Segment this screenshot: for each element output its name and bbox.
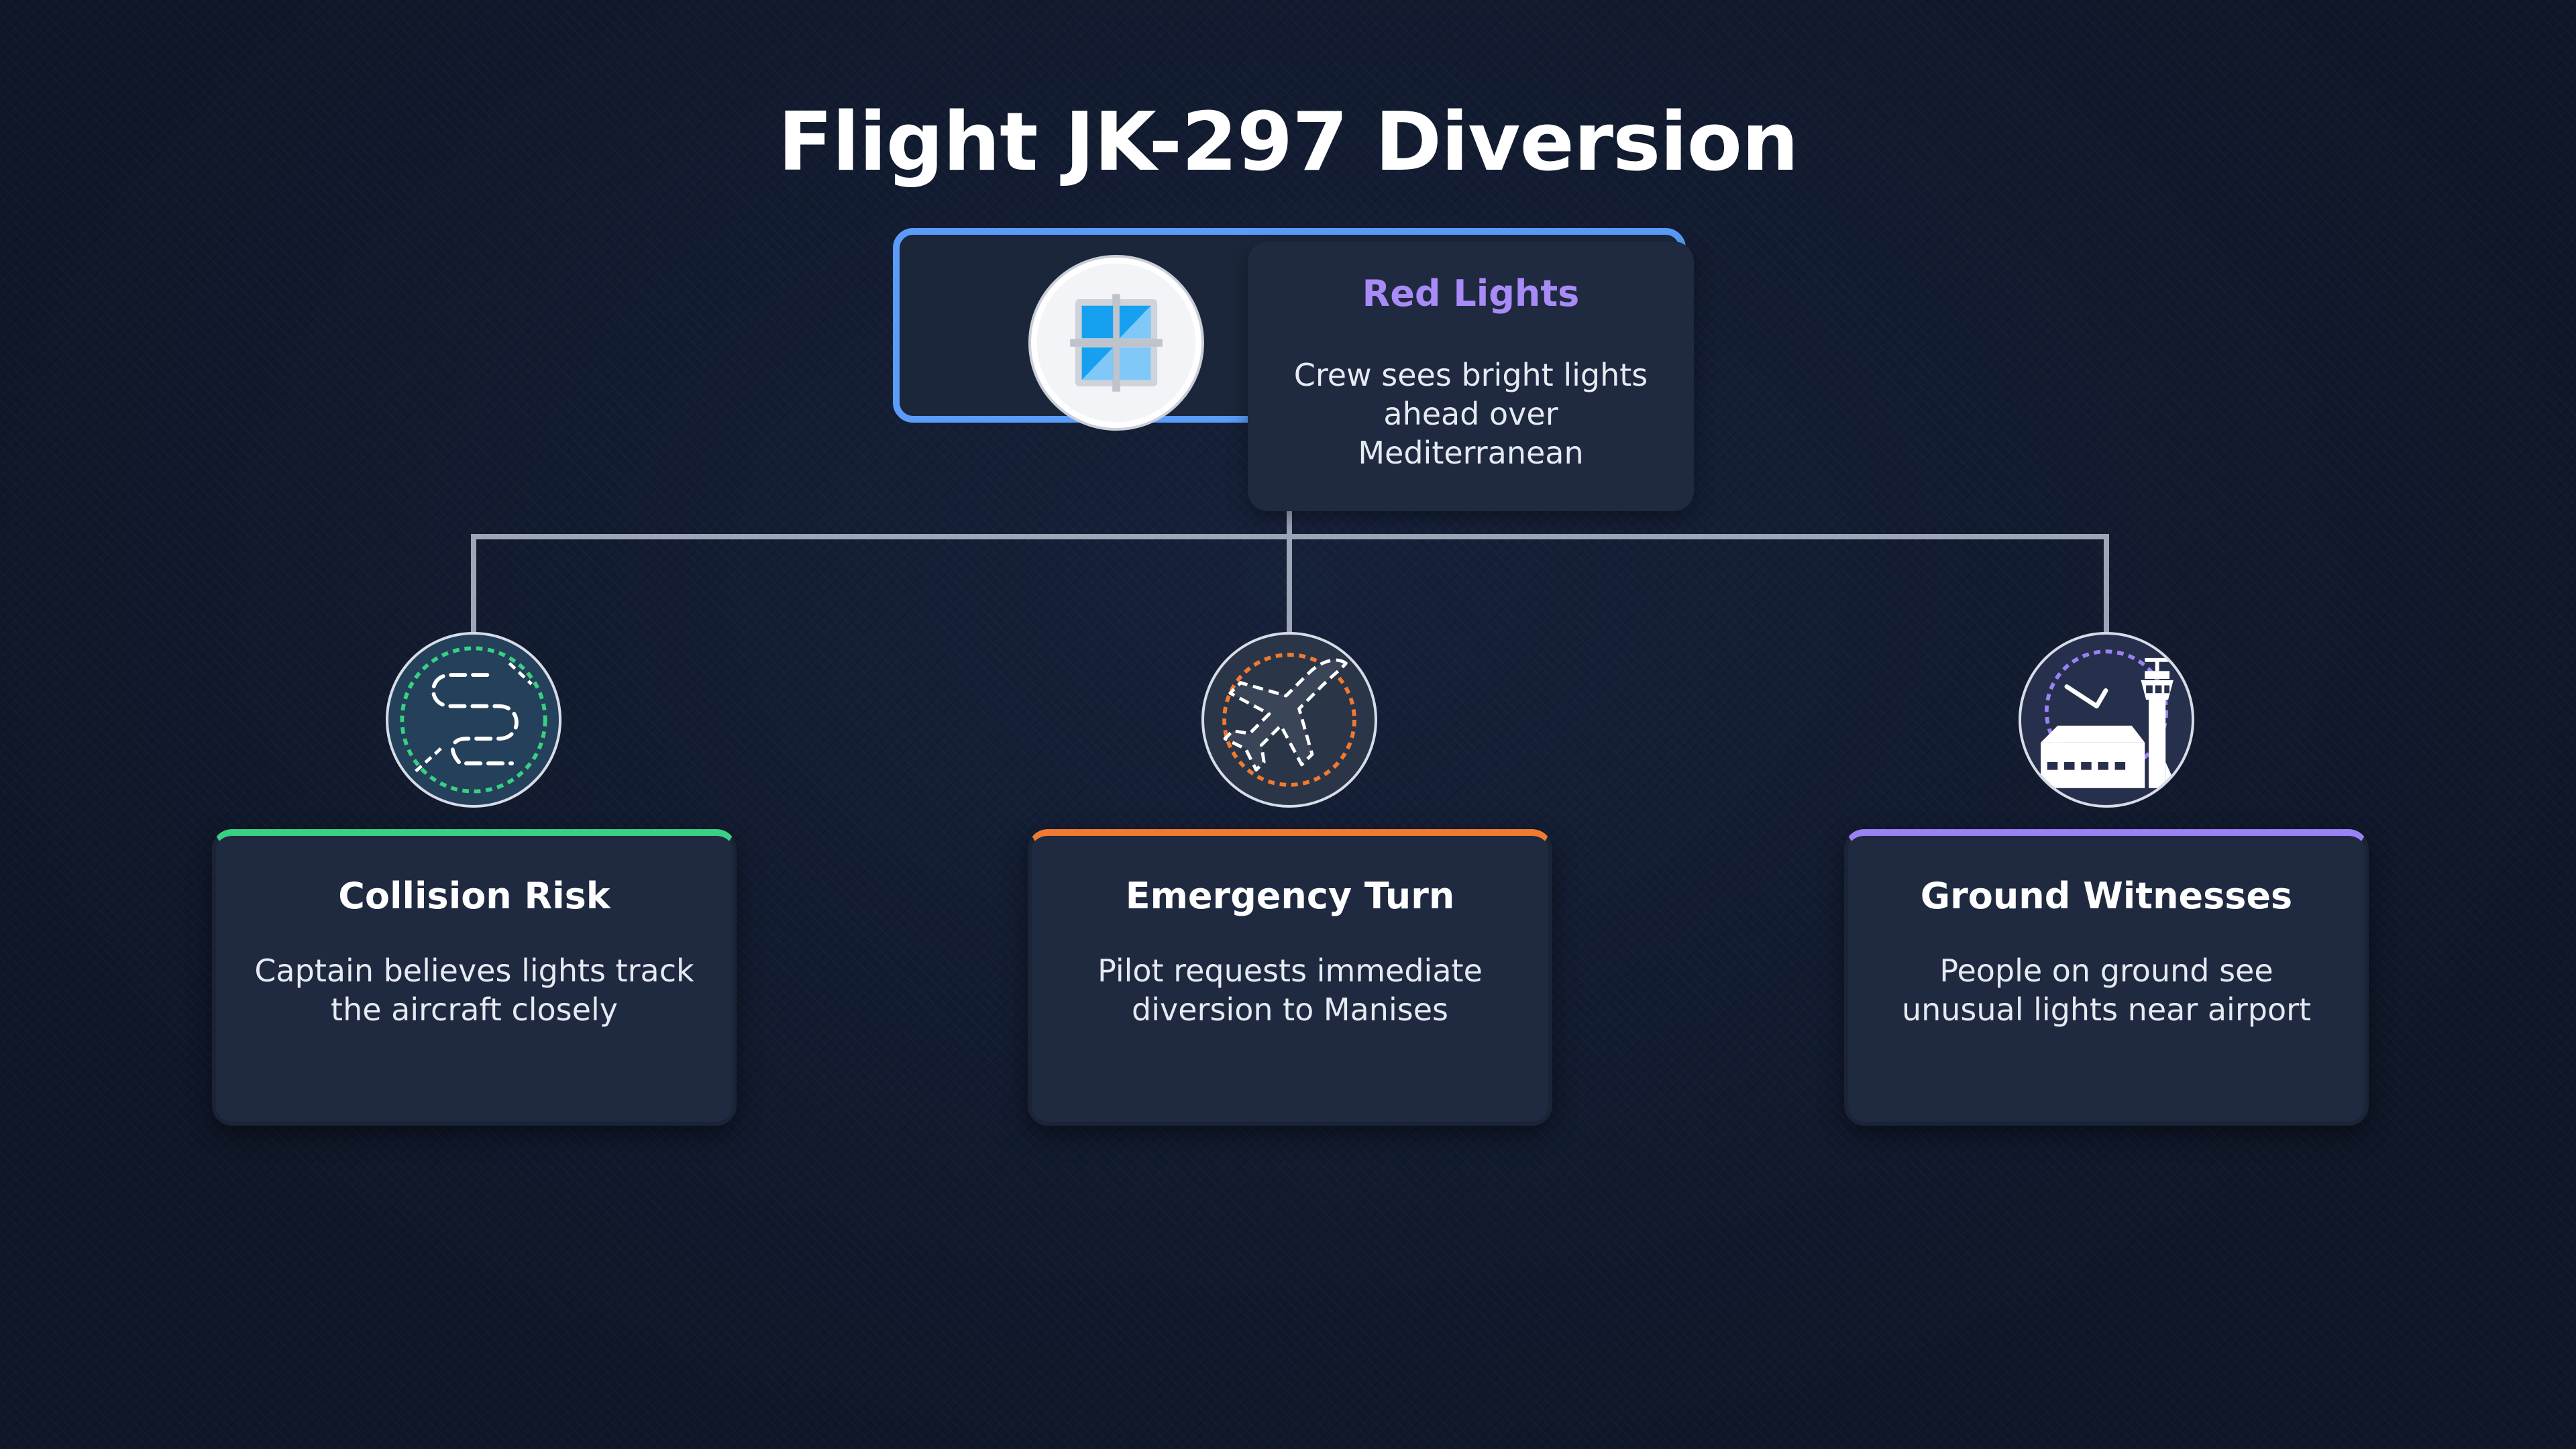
root-node-title: Red Lights xyxy=(1362,272,1580,315)
card-ground-witnesses: Ground Witnesses People on ground see un… xyxy=(1844,829,2369,1126)
card-collision-risk: Collision Risk Captain believes lights t… xyxy=(212,829,737,1126)
root-node-description: Crew sees bright lights ahead over Medit… xyxy=(1293,357,1648,471)
control-tower-icon xyxy=(2019,632,2194,808)
airplane-icon xyxy=(1201,632,1377,808)
card-title: Ground Witnesses xyxy=(1920,875,2293,917)
card-description: Pilot requests immediate diversion to Ma… xyxy=(1097,953,1483,1028)
card-emergency-turn: Emergency Turn Pilot requests immediate … xyxy=(1028,829,1552,1126)
card-title: Emergency Turn xyxy=(1125,875,1455,917)
winding-path-icon xyxy=(386,632,561,808)
card-description: People on ground see unusual lights near… xyxy=(1901,953,2312,1028)
window-icon xyxy=(1028,255,1204,431)
root-node-card xyxy=(1248,241,1694,511)
diagram-title: Flight JK-297 Diversion xyxy=(777,96,1799,189)
card-title: Collision Risk xyxy=(338,875,610,917)
card-description: Captain believes lights track the aircra… xyxy=(254,953,694,1028)
